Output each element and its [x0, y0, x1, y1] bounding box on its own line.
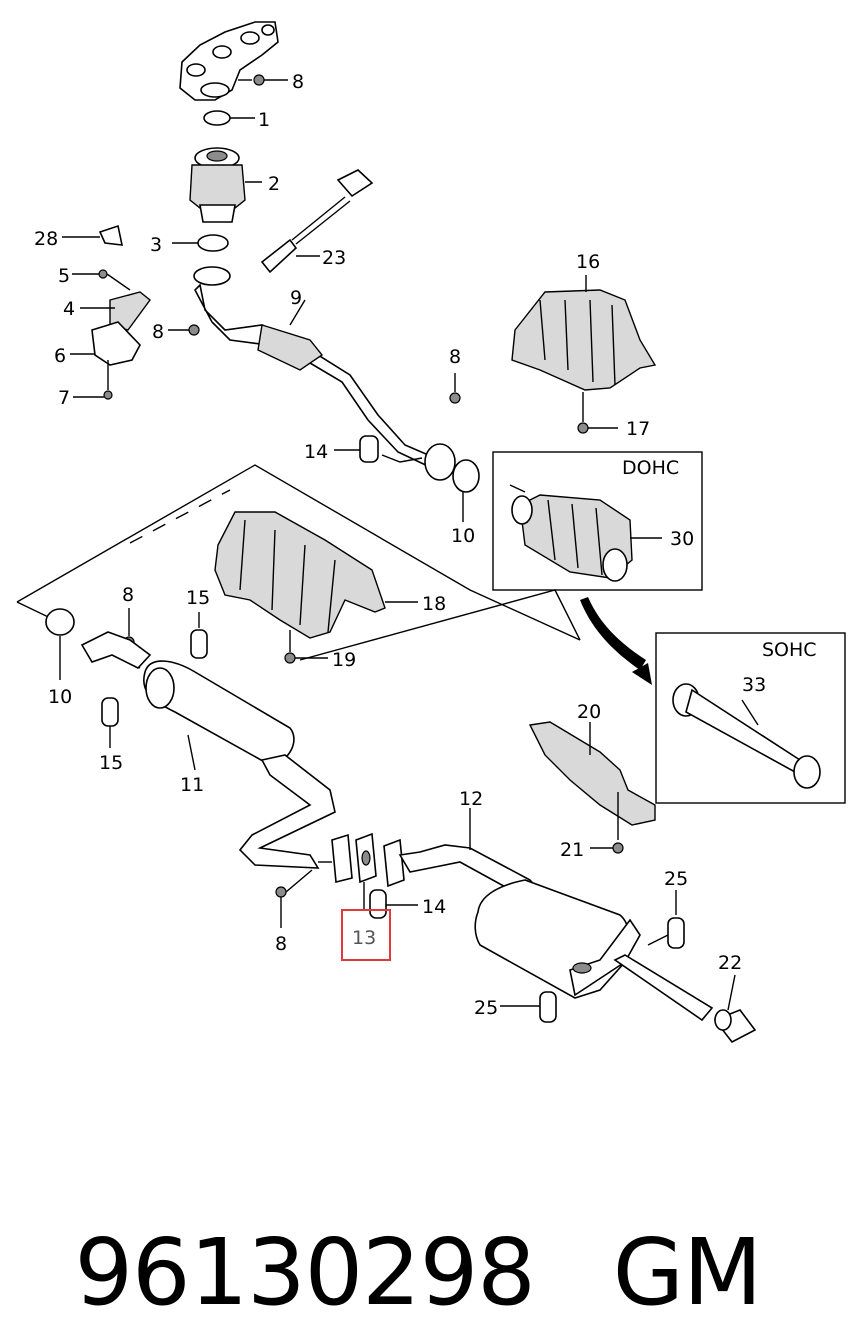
flange-10-left — [45, 608, 75, 680]
rear-muffler-12 — [398, 808, 714, 1022]
nut-21 — [590, 842, 624, 854]
heat-shield-16 — [511, 275, 657, 391]
flange-front-13 — [318, 833, 353, 884]
callout-33: 33 — [742, 674, 766, 696]
callout-14-bottom: 14 — [422, 896, 446, 918]
hanger-15-top — [190, 612, 208, 659]
bracket-28 — [62, 224, 124, 246]
callout-10-left: 10 — [48, 686, 72, 708]
callout-25-bottom: 25 — [474, 997, 498, 1019]
part-number: 96130298 — [74, 1219, 536, 1326]
hanger-25-bottom — [500, 991, 557, 1023]
callout-15-top: 15 — [186, 587, 210, 609]
callout-4: 4 — [63, 298, 75, 320]
brand-name: GM — [612, 1219, 763, 1326]
callout-14-top: 14 — [304, 441, 328, 463]
dohc-label: DOHC — [622, 457, 679, 479]
callout-22: 22 — [718, 952, 742, 974]
center-muffler-11 — [80, 631, 336, 869]
part-number-footer: 96130298 GM — [18, 1108, 848, 1326]
gasket-1 — [203, 110, 255, 126]
flange-10-top — [424, 443, 480, 522]
callout-15-left: 15 — [99, 752, 123, 774]
callout-17: 17 — [626, 418, 650, 440]
hanger-14-top — [334, 435, 423, 463]
converter-2 — [189, 147, 262, 223]
callout-11: 11 — [180, 774, 204, 796]
nut-19 — [284, 630, 328, 664]
exhaust-manifold — [179, 21, 279, 101]
nut-8-bottom — [275, 869, 313, 928]
nut-8-top — [253, 74, 288, 86]
nut-8-mid — [449, 373, 461, 404]
callout-8-leftmid: 8 — [122, 584, 134, 606]
front-pipe-9 — [193, 266, 442, 469]
dohc-to-sohc-arrow — [580, 597, 652, 685]
gasket-3 — [172, 234, 229, 252]
gasket-13 — [355, 832, 377, 910]
hanger-15-left — [101, 697, 119, 748]
callout-30: 30 — [670, 528, 694, 550]
callout-12: 12 — [459, 788, 483, 810]
callout-2: 2 — [268, 173, 280, 195]
callout-19: 19 — [332, 649, 356, 671]
callout-16: 16 — [576, 251, 600, 273]
callout-23: 23 — [322, 247, 346, 269]
tail-tip-22 — [713, 974, 757, 1044]
flange-rear-13 — [383, 838, 405, 888]
callout-1: 1 — [258, 109, 270, 131]
callout-8-bottom: 8 — [275, 933, 287, 955]
highlight-box-13 — [341, 909, 391, 961]
exhaust-system-diagram: DOHC SOHC — [16, 21, 846, 1044]
nut-17 — [577, 392, 618, 434]
callout-8-manifold: 8 — [292, 71, 304, 93]
callout-18: 18 — [422, 593, 446, 615]
callout-13: 13 — [352, 927, 376, 949]
callout-3: 3 — [150, 234, 162, 256]
callout-28: 28 — [34, 228, 58, 250]
callout-7: 7 — [58, 387, 70, 409]
hanger-25-right — [647, 890, 685, 949]
callout-5: 5 — [58, 265, 70, 287]
heat-shield-20 — [528, 721, 656, 840]
dohc-inset: DOHC — [492, 451, 703, 591]
heat-shield-18 — [214, 511, 418, 639]
callout-21: 21 — [560, 839, 584, 861]
callout-8-pipe: 8 — [449, 346, 461, 368]
bracket-4-5-6-7 — [70, 269, 151, 400]
sohc-label: SOHC — [762, 639, 817, 661]
callout-20: 20 — [577, 701, 601, 723]
oxygen-sensor-23 — [260, 169, 374, 274]
callout-8-bracket: 8 — [152, 321, 164, 343]
callout-25-right: 25 — [664, 868, 688, 890]
callout-9: 9 — [290, 287, 302, 309]
sohc-inset: SOHC — [655, 632, 846, 804]
callout-10-top: 10 — [451, 525, 475, 547]
callout-6: 6 — [54, 345, 66, 367]
nut-8-left — [168, 324, 200, 336]
hanger-14-bottom — [369, 889, 418, 919]
